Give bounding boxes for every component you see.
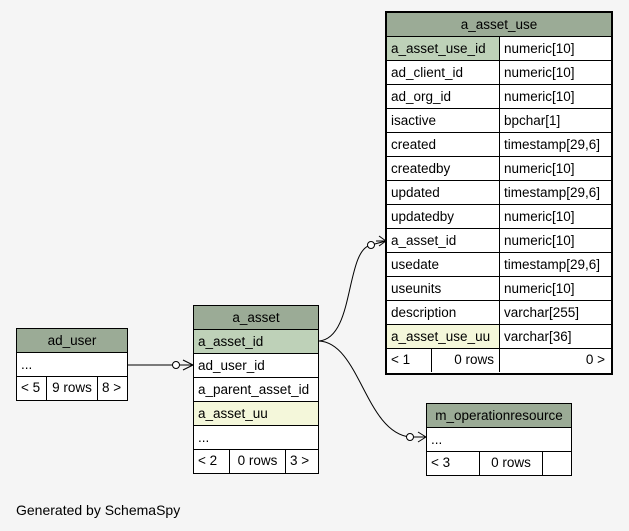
column-name: ad_user_id <box>198 358 265 373</box>
nav-row-count: 0 rows <box>432 349 500 372</box>
table-ad-user[interactable]: ad_user ... < 5 9 rows 8 > <box>16 328 128 401</box>
column-type: numeric[10] <box>500 229 611 252</box>
footer-generated-by: Generated by SchemaSpy <box>16 502 181 518</box>
link-ad-user-to-a-asset <box>128 359 194 371</box>
nav-prev: < 3 <box>427 452 480 475</box>
table-row: a_parent_asset_id <box>194 378 318 402</box>
nav-next: 8 > <box>102 380 122 395</box>
column-type: bpchar[1] <box>500 109 611 132</box>
column-type: numeric[10] <box>500 157 611 180</box>
nav-row-count: 0 rows <box>480 452 543 475</box>
column-type: numeric[10] <box>500 85 611 108</box>
column-type: varchar[36] <box>500 325 611 348</box>
nav-row: < 5 9 rows 8 > <box>17 377 127 400</box>
nav-row: < 3 0 rows <box>427 452 571 475</box>
column-type: numeric[10] <box>500 277 611 300</box>
table-header[interactable]: ad_user <box>17 329 127 353</box>
nav-row-count: 9 rows <box>47 377 98 400</box>
column-name: createdby <box>387 157 500 180</box>
link-a-asset-to-m-operationresource <box>318 340 427 443</box>
table-m-operationresource[interactable]: m_operationresource ... < 3 0 rows <box>426 403 572 476</box>
column-name: created <box>387 133 500 156</box>
nav-row: < 1 0 rows 0 > <box>387 349 611 372</box>
table-row-uu: a_asset_uu <box>194 402 318 426</box>
column-name: ad_client_id <box>387 61 500 84</box>
column-name: useunits <box>387 277 500 300</box>
column-name: a_asset_use_uu <box>387 325 500 348</box>
table-header[interactable]: a_asset_use <box>387 13 611 37</box>
nav-next: 3 > <box>290 453 310 468</box>
column-name: a_asset_use_id <box>387 37 500 60</box>
column-name: a_asset_id <box>198 334 264 349</box>
nav-row: < 2 0 rows 3 > <box>194 450 318 473</box>
table-row-pk: a_asset_id <box>194 330 318 354</box>
nav-next: 0 > <box>585 352 605 367</box>
nav-prev: < 2 <box>194 450 230 473</box>
table-row: ... <box>194 426 318 450</box>
column-name: a_asset_id <box>387 229 500 252</box>
table-row: ad_user_id <box>194 354 318 378</box>
ellipsis-cell: ... <box>198 430 210 445</box>
ellipsis-cell: ... <box>21 357 33 372</box>
column-name: a_parent_asset_id <box>198 382 310 397</box>
column-name: isactive <box>387 109 500 132</box>
column-name: a_asset_uu <box>198 406 268 421</box>
nav-prev: < 1 <box>387 349 432 372</box>
column-name: updated <box>387 181 500 204</box>
link-a-asset-to-a-asset-use <box>318 235 387 342</box>
column-type: numeric[10] <box>500 61 611 84</box>
table-header[interactable]: m_operationresource <box>427 404 571 428</box>
nav-row-count: 0 rows <box>230 450 286 473</box>
column-name: description <box>387 301 500 324</box>
column-type: numeric[10] <box>500 205 611 228</box>
table-row: ... <box>17 353 127 377</box>
column-type: varchar[255] <box>500 301 611 324</box>
column-name: ad_org_id <box>387 85 500 108</box>
column-type: timestamp[29,6] <box>500 253 611 276</box>
table-row: ... <box>427 428 571 452</box>
column-type: numeric[10] <box>500 37 611 60</box>
table-header[interactable]: a_asset <box>194 306 318 330</box>
column-type: timestamp[29,6] <box>500 133 611 156</box>
column-name: usedate <box>387 253 500 276</box>
column-name: updatedby <box>387 205 500 228</box>
ellipsis-cell: ... <box>431 432 443 447</box>
nav-prev: < 5 <box>17 377 47 400</box>
column-type: timestamp[29,6] <box>500 181 611 204</box>
nav-next <box>543 452 571 475</box>
table-a-asset[interactable]: a_asset a_asset_id ad_user_id a_parent_a… <box>193 305 319 474</box>
